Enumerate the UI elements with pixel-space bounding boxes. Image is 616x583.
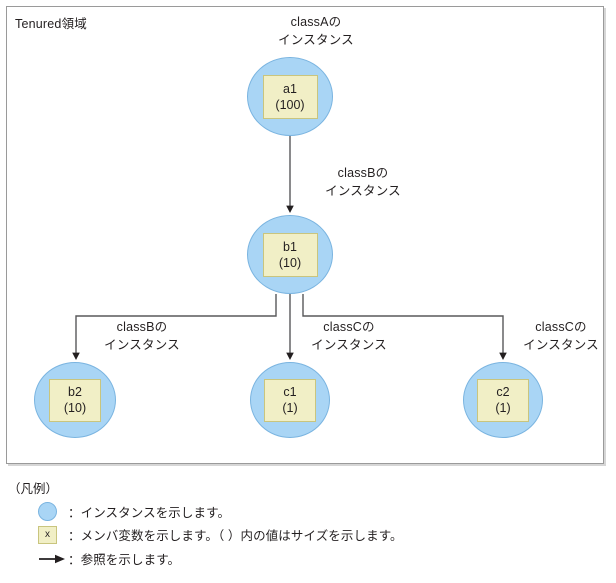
member-box-icon: x: [38, 525, 68, 544]
edge-label-classA: classAの インスタンス: [240, 13, 392, 49]
edge-label-classC-c2: classCの インスタンス: [500, 318, 616, 354]
legend-title: （凡例）: [8, 482, 59, 496]
edge-label-line2: インスタンス: [523, 338, 599, 353]
member-size: (100): [275, 97, 305, 112]
edge-label-classB-b2: classBの インスタンス: [82, 318, 202, 354]
member-size: (10): [278, 255, 302, 270]
instance-node-c1[interactable]: c1 (1): [250, 362, 330, 438]
member-size: (1): [495, 401, 511, 415]
member-variable-box-c1: c1 (1): [264, 378, 316, 422]
member-name: c2: [496, 385, 510, 399]
instance-node-b2[interactable]: b2 (10): [34, 362, 116, 438]
member-name: b1: [283, 239, 297, 254]
edge-label-line1: classBの: [116, 320, 168, 334]
edge-label-line2: インスタンス: [325, 184, 401, 199]
edge-label-line1: classBの: [337, 166, 389, 180]
instance-circle-icon: [38, 502, 68, 521]
edge-label-classB-b1: classBの インスタンス: [296, 164, 430, 200]
edge-label-line2: インスタンス: [104, 338, 180, 353]
legend-member-text: ：メンバ変数を示します。（ ）内の値はサイズを示します。: [68, 529, 403, 543]
member-variable-box-b2: b2 (10): [49, 378, 101, 422]
member-variable-box-c2: c2 (1): [477, 378, 529, 422]
member-size: (10): [63, 401, 87, 415]
instance-node-b1[interactable]: b1 (10): [247, 215, 333, 294]
instance-node-a1[interactable]: a1 (100): [247, 57, 333, 136]
legend-row-member: x ：メンバ変数を示します。（ ）内の値はサイズを示します。: [38, 525, 403, 544]
instance-node-c2[interactable]: c2 (1): [463, 362, 543, 438]
edge-label-line1: classAの: [290, 15, 342, 29]
member-variable-box-a1: a1 (100): [262, 74, 318, 119]
edge-label-classC-c1: classCの インスタンス: [288, 318, 410, 354]
edge-label-line1: classCの: [535, 320, 587, 334]
legend-instance-text: ：インスタンスを示します。: [68, 506, 231, 520]
member-name: c1: [283, 385, 297, 399]
member-name: a1: [283, 81, 297, 96]
reference-arrow-icon: [38, 553, 68, 565]
member-name: b2: [68, 385, 82, 399]
legend-reference-text: ：参照を示します。: [68, 553, 181, 567]
edge-label-line2: インスタンス: [311, 338, 387, 353]
tenured-area-title: Tenured領域: [15, 17, 87, 31]
member-size: (1): [282, 401, 298, 415]
edge-label-line2: インスタンス: [278, 33, 354, 48]
member-box-icon-label: x: [38, 525, 57, 544]
edge-label-line1: classCの: [323, 320, 375, 334]
legend-row-reference: ：参照を示します。: [38, 549, 180, 568]
member-variable-box-b1: b1 (10): [262, 232, 318, 277]
legend-row-instance: ：インスタンスを示します。: [38, 502, 230, 521]
